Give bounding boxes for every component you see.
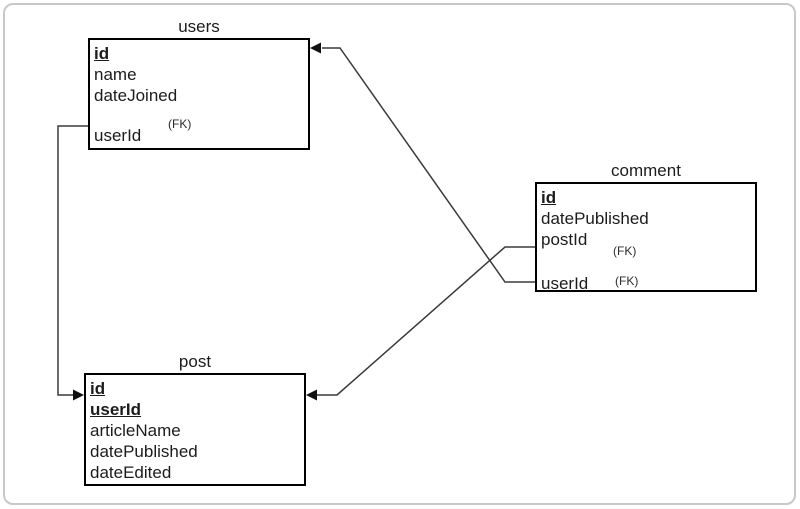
relationship-line-comment-users bbox=[322, 47, 535, 283]
field-users-name: name bbox=[94, 65, 137, 84]
field-post-datepublished: datePublished bbox=[90, 442, 198, 461]
field-post-articlename: articleName bbox=[90, 421, 181, 440]
field-comment-postid: postId bbox=[541, 230, 588, 249]
field-comment-id: id bbox=[541, 188, 557, 207]
field-users-id: id bbox=[94, 44, 110, 63]
arrowhead-users-right-icon bbox=[310, 42, 321, 54]
table-title-users: users bbox=[178, 17, 220, 36]
field-post-userid: userId bbox=[90, 400, 142, 419]
arrowhead-post-left-icon bbox=[73, 389, 84, 401]
table-title-post: post bbox=[178, 352, 212, 371]
fk-label-comment-postid: (FK) bbox=[613, 244, 637, 258]
table-title-comment: comment bbox=[611, 161, 681, 180]
field-comment-userid: userId bbox=[541, 274, 589, 293]
field-users-datejoined: dateJoined bbox=[94, 86, 178, 105]
relationship-line-users-post bbox=[57, 125, 88, 396]
field-comment-datepublished: datePublished bbox=[541, 209, 649, 228]
relationship-line-comment-post bbox=[316, 246, 535, 396]
table-box-comment[interactable]: id datePublished postId userId bbox=[535, 182, 757, 293]
field-post-dateedited: dateEdited bbox=[90, 463, 172, 482]
fk-label-users-userid: (FK) bbox=[168, 117, 192, 131]
table-box-users[interactable]: id name dateJoined userId bbox=[88, 38, 310, 150]
table-box-post[interactable]: id userId articleName datePublished date… bbox=[84, 373, 306, 486]
arrowhead-post-right-icon bbox=[306, 389, 317, 401]
field-users-userid: userId bbox=[94, 126, 142, 145]
field-post-id: id bbox=[90, 379, 106, 398]
fk-label-comment-userid: (FK) bbox=[615, 274, 639, 288]
